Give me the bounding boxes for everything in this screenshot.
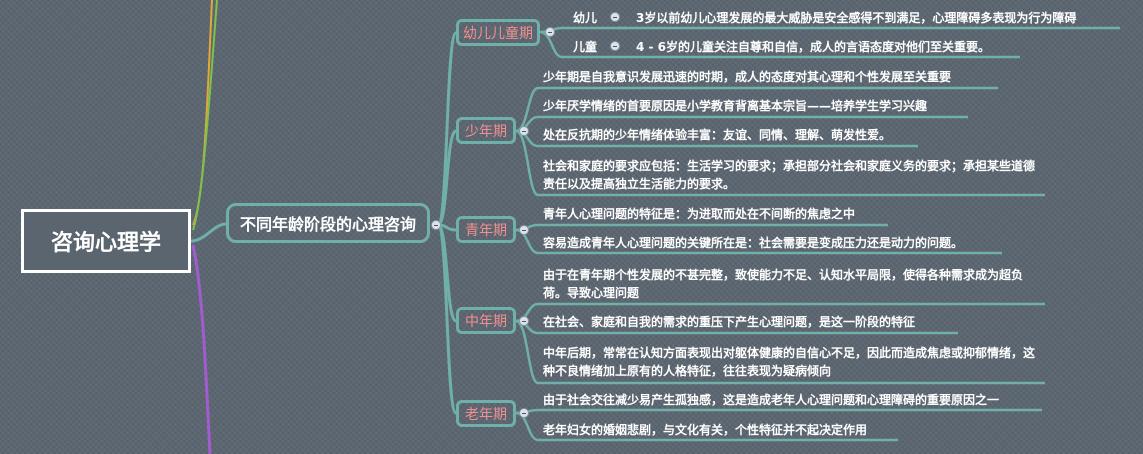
side-branch-green bbox=[192, 0, 218, 231]
leaf-juvenile-2[interactable]: 少年厌学情绪的首要原因是小学教育背离基本宗旨——培养学生学习兴趣 bbox=[543, 99, 928, 113]
category-youth[interactable]: 青年期 bbox=[456, 216, 516, 243]
category-juvenile[interactable]: 少年期 bbox=[456, 117, 516, 144]
leaf-middle-3[interactable]: 中年后期，常常在认知方面表现出对躯体健康的自信心不足，因此而造成焦虑或抑郁情绪，… bbox=[543, 346, 1036, 378]
main-topic-node[interactable]: 不同年龄阶段的心理咨询 bbox=[226, 203, 430, 243]
category-middle-age[interactable]: 中年期 bbox=[456, 307, 516, 334]
collapse-toggle-icon[interactable] bbox=[431, 220, 441, 230]
collapse-toggle-icon[interactable] bbox=[519, 126, 529, 136]
root-to-main bbox=[190, 222, 227, 243]
category-label: 中年期 bbox=[465, 313, 507, 330]
leaf-middle-1[interactable]: 由于在青年期个性发展的不甚完整，致使能力不足、认知水平局限，使得各种需求成为超负… bbox=[543, 268, 1024, 300]
leaf-juvenile-4[interactable]: 社会和家庭的要求应包括：生活学习的要求；承担部分社会和家庭义务的要求；承担某些道… bbox=[543, 159, 1036, 191]
collapse-toggle-icon[interactable] bbox=[545, 27, 555, 37]
leaf-middle-2[interactable]: 在社会、家庭和自我的需求的重压下产生心理问题，是这一阶段的特征 bbox=[543, 315, 916, 329]
category-label: 幼儿儿童期 bbox=[463, 25, 533, 42]
collapse-toggle-icon[interactable] bbox=[519, 408, 529, 418]
leaf-youth-2[interactable]: 容易造成青年人心理问题的关键所在是：社会需要是变成压力还是动力的问题。 bbox=[543, 236, 964, 250]
main-topic-title: 不同年龄阶段的心理咨询 bbox=[239, 215, 416, 234]
category-elderly[interactable]: 老年期 bbox=[456, 400, 516, 427]
main-to-juvenile bbox=[436, 129, 458, 227]
leaf-elderly-2[interactable]: 老年妇女的婚姻悲剧，与文化有关，个性特征并不起决定作用 bbox=[543, 423, 868, 437]
leaf-infant[interactable]: 3岁以前幼儿心理发展的最大威胁是安全感得不到满足，心理障碍多表现为行为障碍 bbox=[636, 11, 1077, 25]
leaf-elderly-1[interactable]: 由于社会交往减少易产生孤独感，这是造成老年人心理问题和心理障碍的重要原因之一 bbox=[543, 393, 1000, 407]
leaf-youth-1[interactable]: 青年人心理问题的特征是：为进取而处在不间断的焦虑之中 bbox=[543, 207, 856, 221]
main-to-childhood bbox=[436, 31, 458, 227]
collapse-toggle-icon[interactable] bbox=[519, 316, 529, 326]
category-childhood[interactable]: 幼儿儿童期 bbox=[456, 19, 540, 46]
main-to-elderly bbox=[436, 223, 458, 415]
collapse-toggle-icon[interactable] bbox=[519, 225, 529, 235]
leaf-juvenile-3[interactable]: 处在反抗期的少年情绪体验丰富：友谊、同情、理解、萌发性爱。 bbox=[543, 128, 892, 142]
category-label: 老年期 bbox=[465, 406, 507, 423]
subtopic-infant-label[interactable]: 幼儿 bbox=[573, 11, 598, 25]
collapse-toggle-icon[interactable] bbox=[610, 41, 620, 51]
leaf-child[interactable]: 4 - 6岁的儿童关注自尊和自信，成人的言语态度对他们至关重要。 bbox=[636, 40, 991, 54]
category-label: 青年期 bbox=[465, 222, 507, 239]
side-branch-purple bbox=[191, 244, 212, 454]
root-node[interactable]: 咨询心理学 bbox=[21, 209, 191, 273]
root-title: 咨询心理学 bbox=[50, 231, 161, 256]
leaf-juvenile-1[interactable]: 少年期是自我意识发展迅速的时期，成人的态度对其心理和个性发展至关重要 bbox=[543, 70, 952, 84]
category-label: 少年期 bbox=[465, 123, 507, 140]
subtopic-child-label[interactable]: 儿童 bbox=[573, 40, 598, 54]
collapse-toggle-icon[interactable] bbox=[610, 12, 620, 22]
